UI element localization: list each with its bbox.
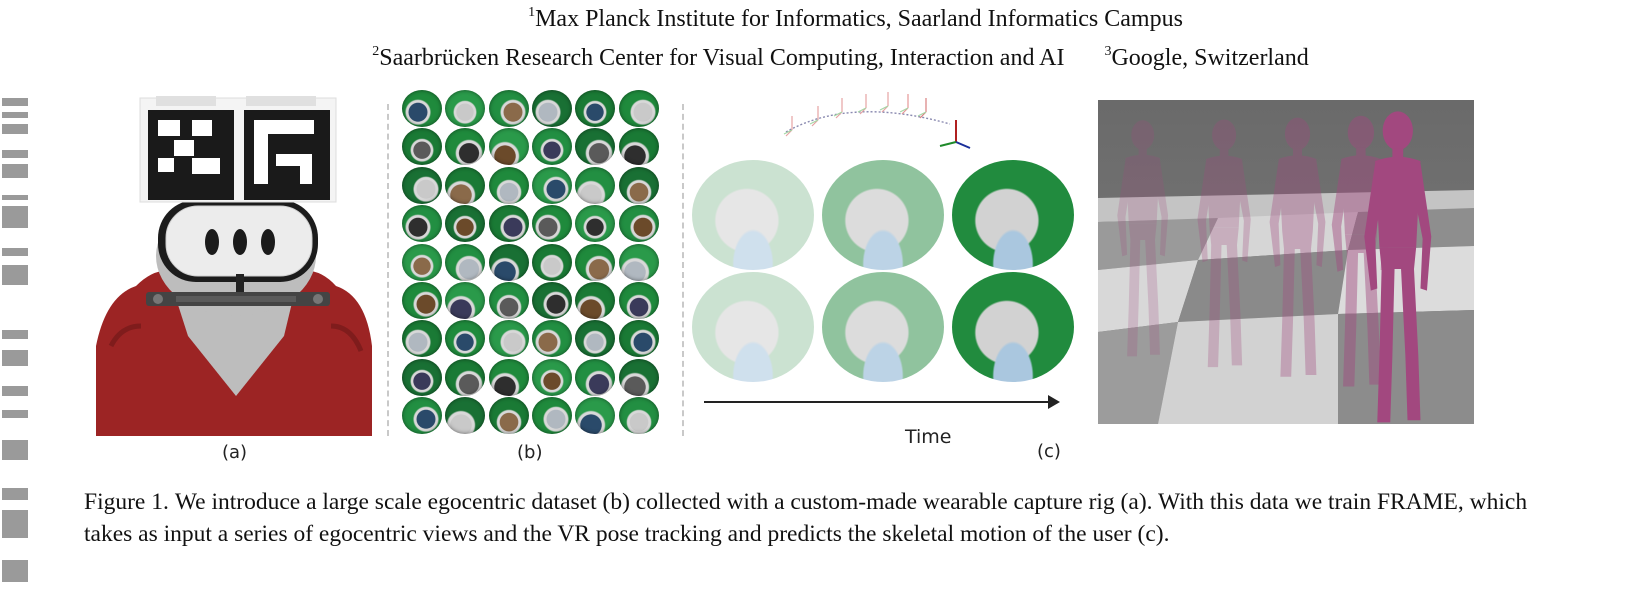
panel-c-label: (c) [1037,441,1061,462]
dataset-thumbnail [488,320,529,358]
dataset-thumbnail [402,166,442,204]
dataset-thumbnail [531,128,572,166]
figure-caption-label: Figure 1. [84,489,169,515]
dataset-thumbnail [445,90,486,127]
dataset-thumbnail [575,166,616,204]
dataset-thumbnail [618,205,659,243]
dataset-thumbnail [445,243,486,281]
time-arrow [704,392,1060,412]
affiliation-1-text: Max Planck Institute for Informatics, Sa… [535,6,1183,32]
separator-right [682,104,684,436]
affiliation-line-1: 1Max Planck Institute for Informatics, S… [30,0,1651,33]
dataset-thumbnail [618,128,659,166]
dataset-thumbnail [402,282,442,319]
avatar-figure [1269,117,1326,377]
dataset-thumbnail [531,358,572,396]
dataset-thumbnail [618,320,659,358]
dataset-thumbnail [402,205,442,243]
dataset-thumbnail [445,205,486,243]
dataset-thumbnail [531,166,572,204]
panel-b-dataset-grid [402,90,662,436]
egocentric-frame [952,160,1074,270]
dataset-thumbnail [402,128,442,166]
dataset-thumbnail [618,282,659,319]
affiliation-3-text: Google, Switzerland [1111,45,1309,71]
panel-a-label: (a) [222,442,248,463]
panel-c-render [1098,100,1474,424]
dataset-thumbnail [575,243,616,281]
egocentric-frame [692,160,814,270]
dataset-thumbnail [402,397,442,435]
egocentric-frame [822,272,944,382]
affiliation-line-2: 2Saarbrücken Research Center for Visual … [15,38,1651,72]
dataset-thumbnail [445,397,486,435]
dataset-thumbnail [488,282,529,319]
dataset-thumbnail [488,397,529,435]
dataset-thumbnail [402,358,442,396]
dataset-thumbnail [445,358,486,396]
panel-a-capture-rig [96,96,376,436]
panel-c-trajectory [780,90,980,152]
dataset-thumbnail [488,128,529,166]
arxiv-side-watermark [0,90,34,600]
dataset-thumbnail [618,397,659,435]
dataset-thumbnail [575,397,616,435]
dataset-thumbnail [402,90,442,127]
egocentric-frame [822,160,944,270]
affiliation-3-number: 3 [1104,44,1112,59]
dataset-thumbnail [488,166,529,204]
dataset-thumbnail [618,358,659,396]
affiliation-2-text: Saarbrücken Research Center for Visual C… [379,45,1065,71]
affiliation-1-number: 1 [528,5,536,20]
dataset-thumbnail [531,90,572,127]
dataset-thumbnail [531,243,572,281]
dataset-thumbnail [445,320,486,358]
dataset-thumbnail [488,205,529,243]
dataset-thumbnail [402,320,442,358]
dataset-thumbnail [575,205,616,243]
dataset-thumbnail [445,282,486,319]
dataset-thumbnail [618,243,659,281]
dataset-thumbnail [445,128,486,166]
dataset-thumbnail [488,90,529,127]
avatar-figure [1197,119,1251,367]
dataset-thumbnail [531,282,572,319]
figure-caption: Figure 1.We introduce a large scale egoc… [84,486,1574,550]
dataset-thumbnail [575,282,616,319]
time-label: Time [905,426,952,448]
egocentric-frame [692,272,814,382]
dataset-thumbnail [531,320,572,358]
dataset-thumbnail [618,166,659,204]
figure-caption-text: We introduce a large scale egocentric da… [84,489,1528,547]
dataset-thumbnail [488,243,529,281]
neck-shape [172,286,296,396]
dataset-thumbnail [575,358,616,396]
avatar-figure [1117,120,1169,357]
dataset-thumbnail [531,205,572,243]
dataset-thumbnail [575,128,616,166]
dataset-thumbnail [531,397,572,435]
egocentric-frame [952,272,1074,382]
dataset-thumbnail [445,166,486,204]
panel-b-label: (b) [517,442,543,463]
affiliation-2-number: 2 [372,44,380,59]
dataset-thumbnail [402,243,442,281]
separator-left [387,104,389,436]
dataset-thumbnail [618,90,659,127]
dataset-thumbnail [575,320,616,358]
avatar-figure [1364,111,1432,423]
dataset-thumbnail [575,90,616,127]
dataset-thumbnail [488,358,529,396]
